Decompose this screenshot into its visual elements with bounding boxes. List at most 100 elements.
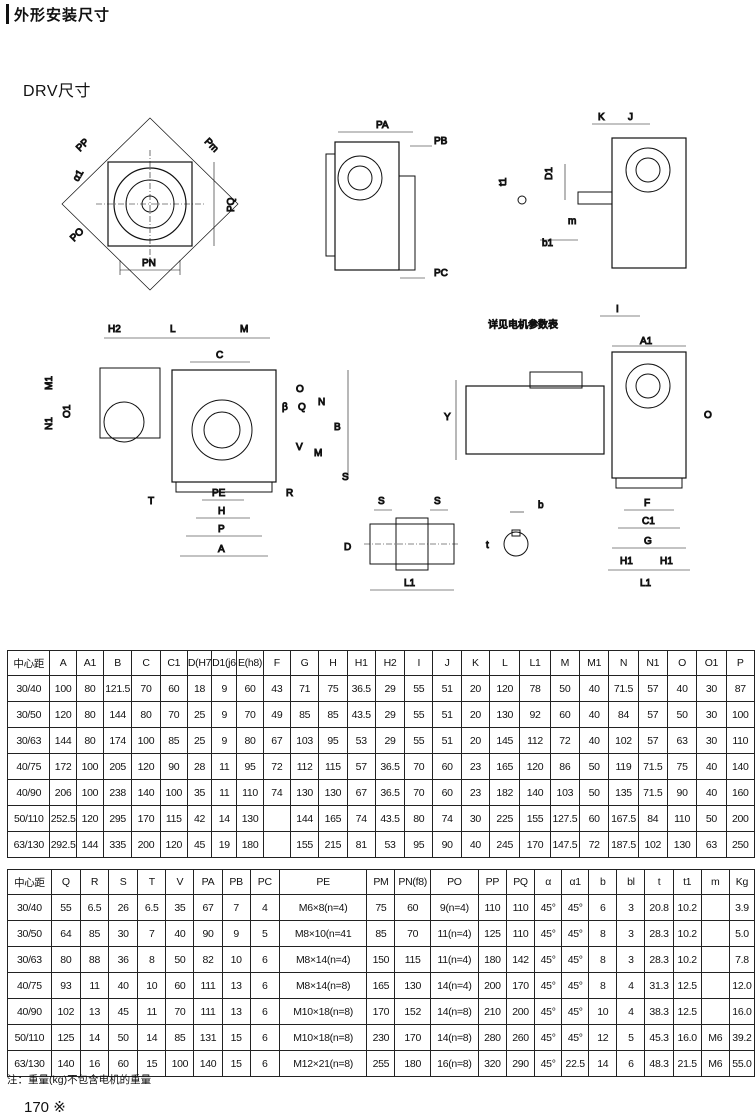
table-cell: 95 <box>236 753 264 780</box>
page-title: 外形安装尺寸 <box>14 6 111 24</box>
page-number: 170 ※ <box>24 1099 66 1116</box>
flange-front-view <box>61 117 239 291</box>
table-cell: 50/110 <box>6 805 51 832</box>
table-header-cell: PC <box>249 869 280 895</box>
table-header-cell: Kg <box>728 869 756 895</box>
table-cell: 16(n=8) <box>429 1050 479 1077</box>
table-cell: 6 <box>249 998 280 1025</box>
table-cell: 30 <box>696 675 727 702</box>
table-cell: 130 <box>394 972 431 999</box>
table-cell: 35 <box>186 779 213 806</box>
table-cell: 87 <box>725 675 756 702</box>
label-h1-right: H1 <box>660 556 673 567</box>
table-cell: 10 <box>588 998 618 1025</box>
table-cell: 67 <box>346 779 376 806</box>
table-cell: 9 <box>211 701 238 728</box>
table-cell: 36.5 <box>346 675 376 702</box>
label-pm: Pm <box>202 136 220 154</box>
table-cell: 12.5 <box>672 998 702 1025</box>
table-header-cell: bl <box>616 869 646 895</box>
table-cell: 14(n=4) <box>429 972 479 999</box>
table-cell <box>262 805 291 832</box>
table-cell: 5 <box>616 1024 646 1051</box>
table-cell: 10 <box>221 946 251 973</box>
table-header-cell: 中心距 <box>6 650 51 676</box>
table-cell: 250 <box>725 831 756 858</box>
table-cell: 67 <box>193 894 223 921</box>
table-cell: M8×14(n=4) <box>278 946 368 973</box>
table-cell: 72 <box>578 831 610 858</box>
table-cell: 28.3 <box>644 920 674 947</box>
label-motor-ref: 详见电机参数表 <box>488 318 558 331</box>
keyway-detail <box>503 511 529 557</box>
label-s-main: S <box>342 472 349 483</box>
table-cell: 45° <box>561 1024 590 1051</box>
table-header-cell: PA <box>193 869 223 895</box>
table-cell: 10.2 <box>672 946 702 973</box>
label-b1: b1 <box>542 238 554 249</box>
label-c: C <box>216 350 223 361</box>
table-header-cell: R <box>79 869 110 895</box>
table-header-cell: A1 <box>75 650 105 676</box>
table-cell: 26 <box>108 894 139 921</box>
hollow-shaft-section <box>364 509 460 591</box>
table-cell: M6 <box>700 1024 730 1051</box>
table-cell: 23 <box>460 753 491 780</box>
table-cell: 110 <box>666 805 698 832</box>
table-header-cell: A <box>49 650 77 676</box>
table-cell: 100 <box>75 753 105 780</box>
table-cell: 140 <box>50 1050 81 1077</box>
label-h2: H2 <box>108 324 121 335</box>
table-cell: 75 <box>666 753 698 780</box>
table-cell: 84 <box>637 805 668 832</box>
table-header-cell: t <box>644 869 674 895</box>
label-y: Y <box>444 412 451 423</box>
table-cell: M8×10(n=41 <box>278 920 368 947</box>
table-cell: 160 <box>725 779 756 806</box>
table-header-cell: H2 <box>374 650 406 676</box>
table-cell: 85 <box>165 1024 195 1051</box>
table-cell: 110 <box>725 727 756 754</box>
table-header-cell: PP <box>477 869 507 895</box>
table-cell: 9(n=4) <box>429 894 479 921</box>
table-header-cell: C <box>131 650 161 676</box>
table-cell: 51 <box>432 675 462 702</box>
table-cell: 292.5 <box>49 831 77 858</box>
table-cell: 86 <box>549 753 581 780</box>
table-cell: 50 <box>696 805 727 832</box>
table-cell: 110 <box>477 894 507 921</box>
table-cell: 50 <box>666 701 698 728</box>
table-cell: 170 <box>505 972 536 999</box>
table-cell: 6.5 <box>137 894 167 921</box>
table-cell <box>700 998 730 1025</box>
table-cell: 72 <box>549 727 581 754</box>
table-cell: 14 <box>588 1050 618 1077</box>
table-cell: 71.5 <box>637 779 668 806</box>
table-cell: 80 <box>50 946 81 973</box>
table-cell: 11 <box>137 998 167 1025</box>
table-cell: 50 <box>578 753 610 780</box>
table-cell: 11 <box>211 753 238 780</box>
table-cell: 7 <box>137 920 167 947</box>
weight-note: 注：重量(kg)不包含电机的重量 <box>7 1074 152 1086</box>
table-cell: 30 <box>460 805 491 832</box>
table-cell: 131 <box>193 1024 223 1051</box>
table-header-cell: PE <box>278 869 368 895</box>
table-cell: M10×18(n=8) <box>278 998 368 1025</box>
label-o1: O1 <box>62 404 73 418</box>
table-cell: 6 <box>249 1024 280 1051</box>
table-cell: 120 <box>75 805 105 832</box>
table-cell: 85 <box>159 727 188 754</box>
table-cell: 45° <box>561 920 590 947</box>
table-cell: 64 <box>50 920 81 947</box>
table-cell: 40/75 <box>6 753 51 780</box>
table-cell: 45.3 <box>644 1024 674 1051</box>
table-cell: 60 <box>432 753 462 780</box>
table-cell: 30/50 <box>6 701 51 728</box>
table-cell: 20.8 <box>644 894 674 921</box>
table-cell: 84 <box>608 701 639 728</box>
table-header-cell: F <box>262 650 291 676</box>
table-cell: 144 <box>103 701 133 728</box>
table-header-cell: PM <box>366 869 396 895</box>
table-cell: 45 <box>186 831 213 858</box>
